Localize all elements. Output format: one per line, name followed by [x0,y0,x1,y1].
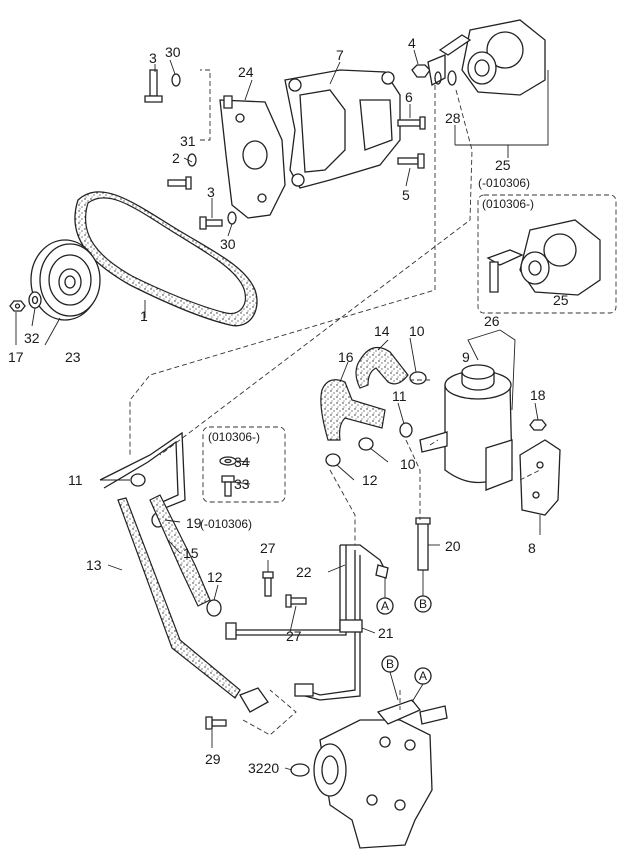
pressure-hose-13 [99,431,241,699]
callout-10-bottom: 10 [400,456,416,472]
svg-text:A: A [419,669,427,683]
callout-31: 31 [180,133,196,149]
callout-29: 29 [205,751,221,767]
callout-15: 15 [183,545,199,561]
bolt-6 [397,116,426,130]
callout-34: 34 [234,454,250,470]
bolt-inset-title: (010306-) [208,430,260,444]
connector-b-lower: B [381,655,399,701]
callout-25-top: 25 [495,157,511,173]
callout-30-top: 30 [165,44,181,60]
pipe-assembly [225,544,389,701]
clamp-11-left [130,473,146,487]
callout-25-inset: 25 [553,292,569,308]
callout-27-lower: 27 [286,628,302,644]
callout-27-upper: 27 [260,540,276,556]
callout-13: 13 [86,557,102,573]
connector-b-upper: B [414,570,432,613]
callout-30-mid: 30 [220,236,236,252]
callout-6: 6 [405,89,413,105]
nut-18 [529,419,547,431]
connector-a-upper: A [376,578,394,615]
pump-inset: (010306-) [477,194,617,314]
bracket-8 [519,439,561,516]
crankshaft-pulley [30,239,101,321]
bolt-20 [415,517,431,571]
callout-12-top: 12 [362,472,378,488]
callout-3220: 3220 [248,760,279,776]
callout-3-mid: 3 [207,184,215,200]
callout-12-bottom: 12 [207,569,223,585]
callout-19-note: (-010306) [200,517,252,531]
svg-text:B: B [386,657,394,671]
clamp-12-top [325,453,341,467]
o-ring-28 [434,70,457,86]
reservoir [419,364,513,491]
washer-31 [187,153,197,167]
bracket-7 [284,69,401,189]
callout-2: 2 [172,150,180,166]
callout-24: 24 [238,64,254,80]
nut-17 [9,300,26,312]
washer-30-top [171,73,181,87]
bolt-3-mid [199,216,223,230]
callout-32: 32 [24,330,40,346]
clamp-11-right [399,422,413,438]
drive-belt [74,191,258,327]
bolt-27-upper [262,571,274,597]
callout-19: 19 [186,515,202,531]
clamp-12-bottom [206,599,222,617]
callout-labels: 3 30 24 7 4 6 28 31 2 25 (-010306) 5 3 3… [8,35,569,776]
svg-text:A: A [381,599,389,613]
callout-14: 14 [374,323,390,339]
bolt-5 [397,153,425,169]
callout-10-top: 10 [409,323,425,339]
leader-lines [15,49,549,771]
bolt-3-top [144,69,163,103]
hose-16 [320,379,386,441]
power-steering-pump [427,19,546,96]
bolt-33 [221,475,235,483]
callout-23: 23 [65,349,81,365]
callout-11-left: 11 [68,472,83,488]
callout-28: 28 [445,110,461,126]
bolt-inset: (010306-) [202,426,286,503]
callout-1: 1 [140,308,148,324]
clamp-10-top [409,371,427,385]
callout-9: 9 [462,349,470,365]
callout-4: 4 [408,35,416,51]
washer-30-mid [227,211,237,225]
callout-3-top: 3 [149,50,157,66]
callout-11-right: 11 [392,388,407,404]
connector-a-lower: A [411,667,432,703]
hose-14 [355,346,409,389]
bolt-29 [205,716,227,730]
bolt-2 [167,176,192,190]
callout-25-note: (-010306) [478,176,530,190]
callout-20: 20 [445,538,461,554]
callout-33: 33 [234,476,250,492]
washer-32 [28,291,42,309]
bracket-24 [219,95,286,219]
pump-inset-title: (010306-) [482,197,534,211]
return-hose-15 [149,494,211,607]
callout-16: 16 [338,349,354,365]
bolt-27-lower [285,594,307,608]
svg-text:B: B [419,597,427,611]
routing-lines [129,69,541,736]
callout-22: 22 [296,564,312,580]
clip-3220 [290,763,310,777]
callout-26: 26 [484,313,500,329]
steering-gear-box [313,699,448,849]
clamp-29-bracket [239,687,269,713]
clamp-10-bottom [358,437,374,451]
callout-8: 8 [528,540,536,556]
callout-18: 18 [530,387,546,403]
callout-5: 5 [402,187,410,203]
callout-21: 21 [378,625,394,641]
callout-7: 7 [336,47,344,63]
callout-17: 17 [8,349,24,365]
nut-4 [411,64,431,78]
